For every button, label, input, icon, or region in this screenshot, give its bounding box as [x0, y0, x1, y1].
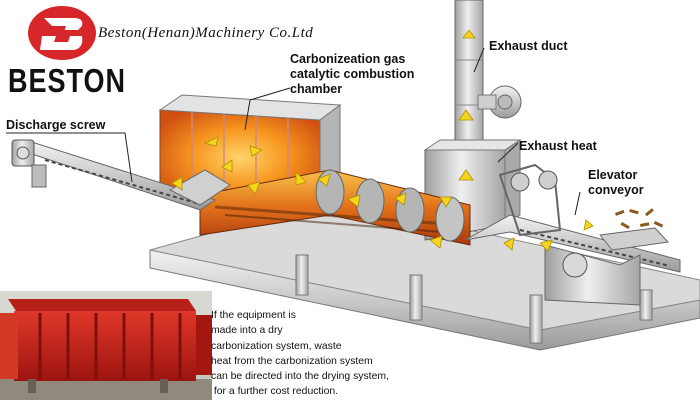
note-line: carbonization system, waste: [211, 340, 342, 352]
flow-arrow-icon: [439, 196, 453, 208]
note-line: can be directed into the drying system,: [211, 371, 389, 383]
flow-arrow-icon: [347, 194, 361, 208]
label-discharge-screw: Discharge screw: [6, 118, 106, 132]
feed-pellets: [615, 208, 664, 230]
flow-arrow-icon: [203, 136, 219, 147]
flow-arrow-icon: [171, 176, 183, 191]
label-elevator-line: Elevator: [588, 168, 638, 182]
flow-arrow-icon: [249, 145, 263, 157]
brand-name: BESTON: [8, 62, 127, 100]
flow-arrow-icon: [394, 192, 407, 206]
label-chamber-line: catalytic combustion: [290, 67, 415, 81]
flow-arrow-icon: [539, 239, 553, 252]
flow-arrow-icon: [458, 169, 474, 181]
beston-logo: BESTON: [4, 4, 127, 100]
flow-arrow-icon: [317, 173, 331, 187]
note-line: made into a dry: [211, 325, 283, 337]
elevator-conveyor: [464, 163, 681, 306]
label-chamber-line: chamber: [290, 82, 343, 96]
label-elevator-conveyor: Elevator conveyor: [588, 168, 644, 198]
flow-arrow-icon: [221, 159, 233, 173]
label-chamber: Carbonizeation gas catalytic combustion …: [290, 52, 414, 97]
note-line: If the equipment is: [211, 310, 296, 321]
label-exhaust-heat: Exhaust heat: [519, 139, 597, 153]
label-elevator-line: conveyor: [588, 183, 644, 197]
note-line: for a further cost reduction.: [211, 386, 339, 398]
flow-arrow-icon: [458, 109, 474, 121]
exhaust-duct-stack: [444, 0, 522, 161]
discharge-screw: [11, 139, 231, 211]
flow-arrow-icon: [462, 29, 476, 39]
flow-arrows: [171, 29, 594, 252]
flow-arrow-icon: [503, 237, 515, 251]
label-chamber-line: Carbonizeation gas: [290, 52, 406, 66]
note-line: heat from the carbonization system: [211, 355, 373, 367]
machine-photo-drawing: [0, 291, 212, 400]
waste-heat-note: If the equipment is made into a dry carb…: [211, 308, 481, 400]
machine-photo: [0, 291, 212, 400]
flow-arrow-icon: [247, 181, 261, 195]
flow-arrow-icon: [583, 219, 594, 231]
flow-arrow-icon: [429, 235, 443, 249]
flow-arrow-icon: [295, 171, 307, 186]
label-exhaust-duct: Exhaust duct: [489, 39, 568, 53]
company-name: Beston(Henan)Machinery Co.Ltd: [98, 25, 314, 41]
label-leader-lines: [6, 47, 581, 216]
beston-b-logo-icon: [28, 6, 96, 60]
